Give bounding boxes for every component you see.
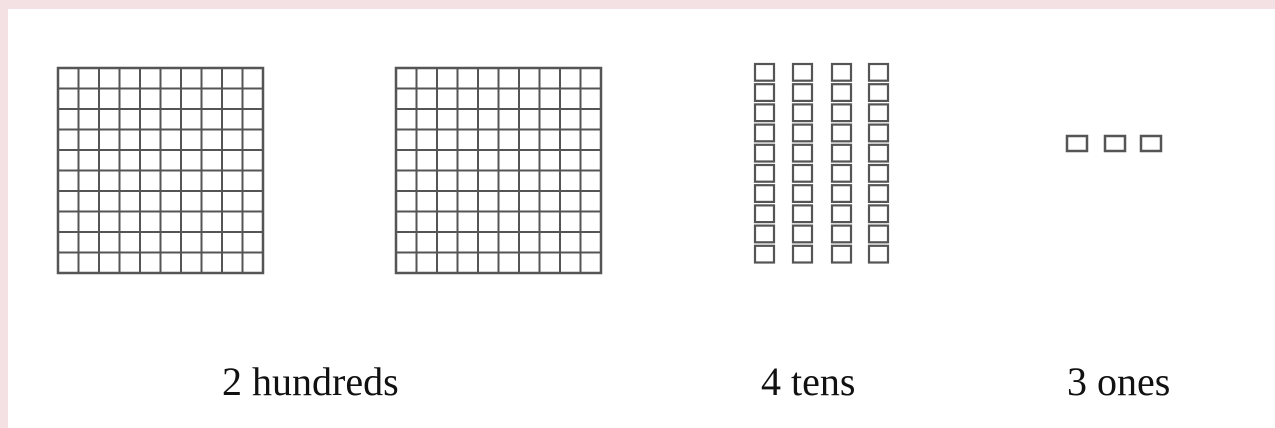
rod-unit bbox=[869, 145, 888, 162]
rod-unit bbox=[755, 64, 774, 81]
rod-unit bbox=[832, 185, 851, 202]
rod-unit bbox=[832, 246, 851, 263]
ones-cubes bbox=[1067, 136, 1161, 151]
rod-unit bbox=[869, 64, 888, 81]
hundreds-label: 2 hundreds bbox=[222, 362, 399, 402]
rod-unit bbox=[793, 226, 812, 243]
hundreds-blocks bbox=[58, 68, 601, 273]
ten-rod bbox=[869, 64, 888, 263]
rod-unit bbox=[755, 165, 774, 182]
ten-rod bbox=[832, 64, 851, 263]
rod-unit bbox=[755, 226, 774, 243]
rod-unit bbox=[755, 125, 774, 142]
rod-unit bbox=[832, 165, 851, 182]
rod-unit bbox=[793, 185, 812, 202]
rod-unit bbox=[832, 84, 851, 101]
rod-unit bbox=[869, 205, 888, 222]
one-cube bbox=[1067, 136, 1087, 151]
rod-unit bbox=[793, 84, 812, 101]
ten-rod bbox=[755, 64, 774, 263]
one-cube bbox=[1141, 136, 1161, 151]
rod-unit bbox=[793, 246, 812, 263]
one-cube bbox=[1105, 136, 1125, 151]
rod-unit bbox=[755, 205, 774, 222]
hundred-flat bbox=[58, 68, 263, 273]
rod-unit bbox=[869, 125, 888, 142]
rod-unit bbox=[832, 125, 851, 142]
rod-unit bbox=[755, 104, 774, 121]
rod-unit bbox=[793, 145, 812, 162]
rod-unit bbox=[755, 246, 774, 263]
ones-label: 3 ones bbox=[1067, 362, 1170, 402]
rod-unit bbox=[832, 226, 851, 243]
rod-unit bbox=[832, 205, 851, 222]
rod-unit bbox=[793, 205, 812, 222]
rod-unit bbox=[832, 64, 851, 81]
hundred-flat bbox=[396, 68, 601, 273]
rod-unit bbox=[869, 84, 888, 101]
rod-unit bbox=[869, 246, 888, 263]
rod-unit bbox=[793, 64, 812, 81]
tens-label: 4 tens bbox=[761, 362, 855, 402]
rod-unit bbox=[869, 185, 888, 202]
rod-unit bbox=[832, 104, 851, 121]
rod-unit bbox=[832, 145, 851, 162]
rod-unit bbox=[869, 104, 888, 121]
ten-rod bbox=[793, 64, 812, 263]
rod-unit bbox=[869, 226, 888, 243]
rod-unit bbox=[755, 185, 774, 202]
rod-unit bbox=[755, 84, 774, 101]
rod-unit bbox=[793, 165, 812, 182]
rod-unit bbox=[793, 125, 812, 142]
rod-unit bbox=[793, 104, 812, 121]
tens-rods bbox=[755, 64, 888, 263]
rod-unit bbox=[755, 145, 774, 162]
rod-unit bbox=[869, 165, 888, 182]
